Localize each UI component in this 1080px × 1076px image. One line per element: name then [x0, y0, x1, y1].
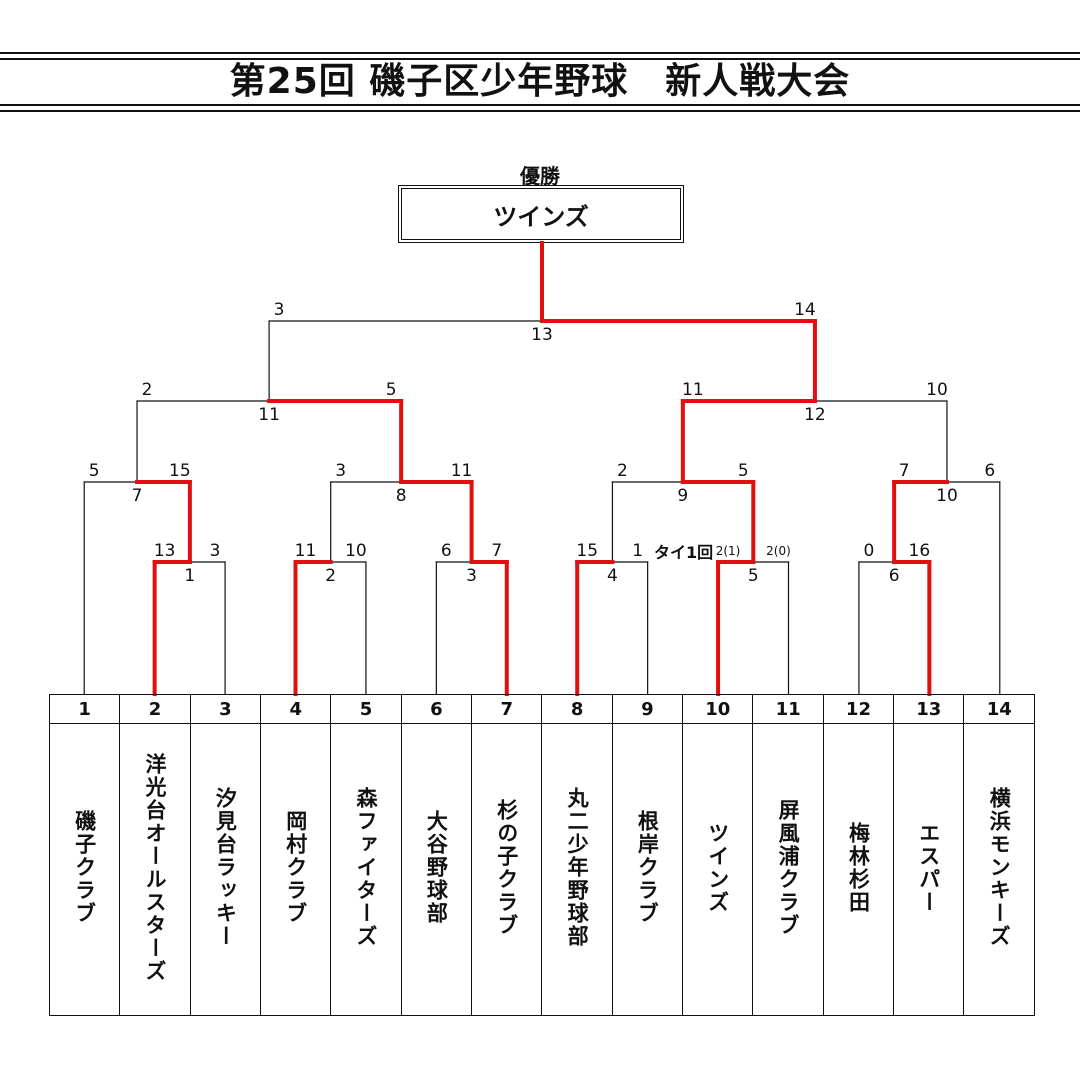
match-number-7: 7 [131, 486, 143, 506]
team-number-10: 10 [682, 694, 754, 724]
team-cell-7: 杉の子クラブ [471, 723, 543, 1016]
team-cell-4: 岡村クラブ [260, 723, 332, 1016]
team-cell-6: 大谷野球部 [400, 723, 473, 1016]
match-number-2: 2 [325, 566, 337, 586]
score-match-11-left: 2 [141, 380, 153, 400]
team-number-1: 1 [48, 694, 121, 724]
match-number-4: 4 [607, 566, 618, 586]
team-name-6: 大谷野球部 [424, 810, 449, 925]
team-number-6: 6 [400, 694, 473, 724]
team-cell-14: 横浜モンキーズ [963, 723, 1035, 1016]
score-match-12-left: 11 [682, 380, 704, 400]
score-match-13-right: 14 [794, 300, 816, 320]
team-name-1: 磯子クラブ [72, 810, 97, 925]
title-rule-top-inner [0, 58, 1080, 60]
match-number-13: 13 [531, 325, 553, 345]
match-number-8: 8 [395, 486, 407, 506]
match-number-12: 12 [804, 405, 826, 425]
team-cell-12: 梅林杉田 [822, 723, 895, 1016]
team-name-13: エスパー [916, 821, 941, 914]
match-number-3: 3 [466, 566, 477, 586]
team-name-4: 岡村クラブ [283, 810, 308, 925]
team-cell-13: エスパー [893, 723, 965, 1016]
team-cell-2: 洋光台オールスターズ [119, 723, 191, 1016]
score-match-9-left: 2 [617, 461, 628, 481]
team-cell-8: 丸二少年野球部 [541, 723, 613, 1016]
score-match-9-right: 5 [737, 461, 749, 481]
score-match-8-right: 11 [450, 461, 473, 481]
bracket-lines-normal [83, 320, 1001, 695]
score-match-4-left: 15 [576, 541, 599, 561]
match-number-6: 6 [888, 566, 900, 586]
team-number-13: 13 [893, 694, 965, 724]
team-number-3: 3 [189, 694, 262, 724]
score-match-10-left: 7 [898, 461, 910, 481]
team-name-8: 丸二少年野球部 [565, 787, 590, 948]
score-match-12-right: 10 [926, 380, 948, 400]
champion-team: ツインズ [493, 202, 589, 231]
team-name-2: 洋光台オールスターズ [143, 752, 168, 983]
team-name-10: ツインズ [705, 821, 730, 914]
team-name-12: 梅林杉田 [846, 821, 871, 914]
team-name-14: 横浜モンキーズ [987, 787, 1012, 948]
team-name-5: 森ファイターズ [354, 787, 379, 948]
team-name-11: 屏風浦クラブ [776, 798, 801, 937]
team-cell-9: 根岸クラブ [611, 723, 684, 1016]
bracket-lines-winning [135, 241, 949, 696]
team-number-12: 12 [822, 694, 895, 724]
page-title: 第25回 磯子区少年野球 新人戦大会 [229, 61, 851, 102]
match-number-1: 1 [184, 566, 196, 586]
score-match-5-right: 2(0) [766, 544, 791, 558]
match-number-5: 5 [747, 566, 759, 586]
team-number-11: 11 [752, 694, 824, 724]
score-match-2-right: 10 [345, 541, 367, 561]
title-rule-bottom-inner [0, 104, 1080, 106]
score-match-7-right: 15 [169, 461, 191, 481]
score-match-7-left: 5 [88, 461, 100, 481]
team-number-7: 7 [471, 694, 543, 724]
match-number-9: 9 [677, 486, 689, 506]
team-cell-3: 汐見台ラッキー [189, 723, 262, 1016]
score-match-3-right: 7 [491, 541, 503, 561]
team-cell-5: 森ファイターズ [330, 723, 402, 1016]
team-cell-1: 磯子クラブ [48, 723, 121, 1016]
score-match-8-left: 3 [335, 461, 347, 481]
team-number-2: 2 [119, 694, 191, 724]
score-match-2-left: 11 [294, 541, 317, 561]
team-number-5: 5 [330, 694, 402, 724]
score-match-4-right: 1 [632, 541, 644, 561]
team-number-8: 8 [541, 694, 613, 724]
team-name-7: 杉の子クラブ [494, 798, 519, 937]
title-rule-top-outer [0, 52, 1080, 54]
score-match-1-left: 13 [153, 541, 176, 561]
score-match-5-left: 2(1) [715, 544, 741, 558]
team-name-row: 磯子クラブ 洋光台オールスターズ 汐見台ラッキー 岡村クラブ 森ファイターズ 大谷野球部 杉… [48, 723, 1035, 1016]
team-name-9: 根岸クラブ [635, 810, 660, 925]
score-match-1-right: 3 [209, 541, 221, 561]
score-match-11-right: 5 [385, 380, 397, 400]
team-cell-10: ツインズ [682, 723, 754, 1016]
team-name-3: 汐見台ラッキー [213, 787, 238, 948]
team-number-9: 9 [611, 694, 684, 724]
score-match-6-right: 16 [908, 541, 931, 561]
title-rule-bottom-outer [0, 110, 1080, 112]
score-match-6-left: 0 [863, 541, 875, 561]
team-cell-11: 屏風浦クラブ [752, 723, 824, 1016]
tie-note: タイ1回 [654, 543, 714, 562]
score-match-13-left: 3 [273, 300, 285, 320]
match-number-10: 10 [936, 486, 958, 506]
score-match-3-left: 6 [440, 541, 452, 561]
match-number-11: 11 [258, 405, 280, 425]
score-match-10-right: 6 [984, 461, 996, 481]
champion-label: 優勝 [520, 164, 560, 188]
team-number-14: 14 [963, 694, 1035, 724]
team-number-4: 4 [260, 694, 332, 724]
